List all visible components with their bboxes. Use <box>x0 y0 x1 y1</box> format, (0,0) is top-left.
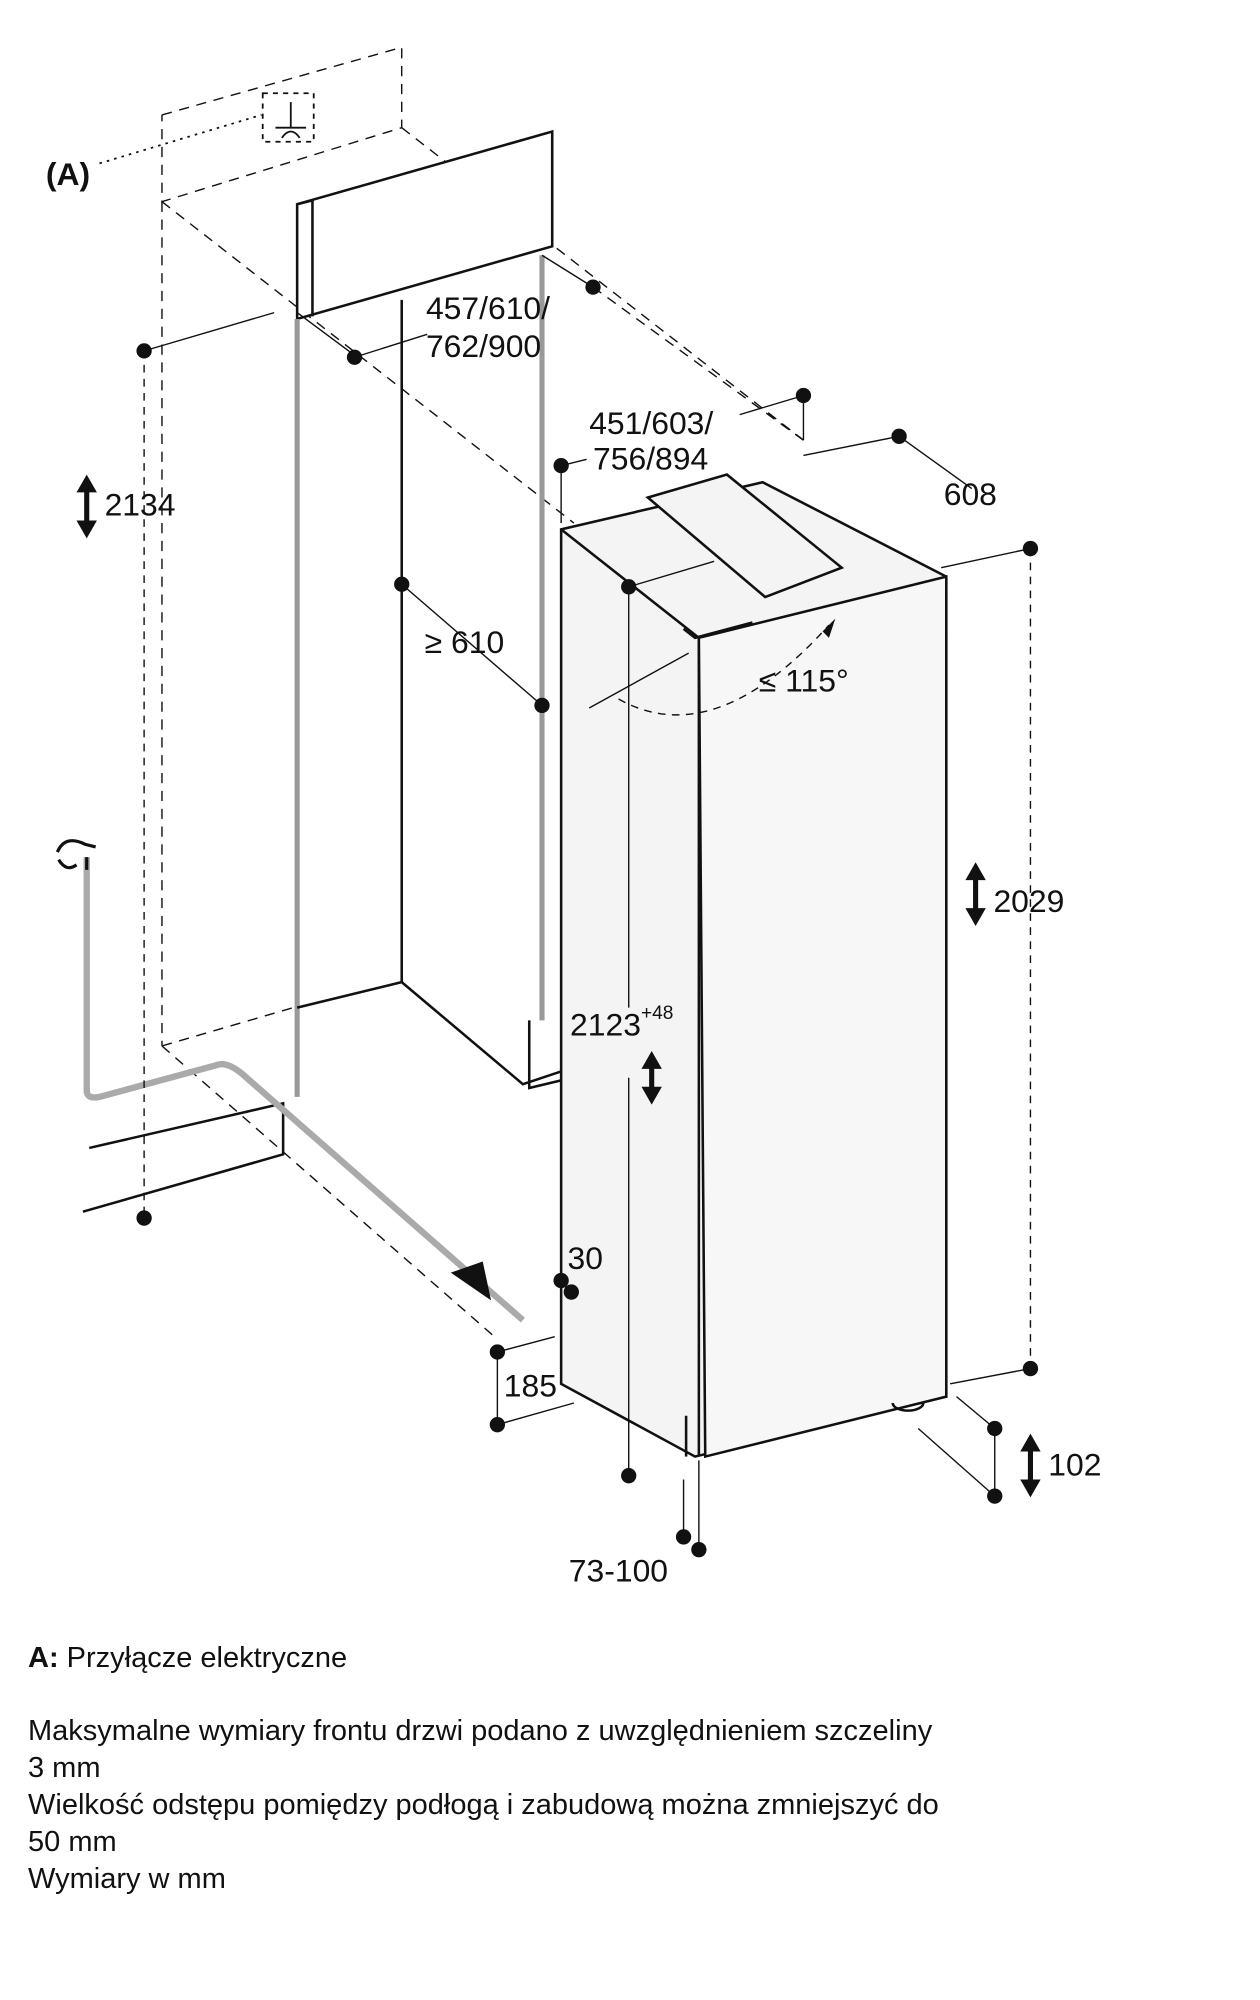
legend-text: Przyłącze elektryczne <box>66 1642 348 1674</box>
dim-plinth-depth: 73-100 <box>569 1553 668 1589</box>
dim-appliance-width: 451/603/ <box>589 405 713 441</box>
note-line: 50 mm <box>28 1826 117 1858</box>
appliance <box>559 473 948 1459</box>
dim-niche-width: 457/610/ <box>426 290 550 326</box>
dim-depth: 608 <box>944 476 997 512</box>
dim-appliance-height: 2029 <box>993 883 1064 919</box>
dim-niche-depth-min: ≥ 610 <box>425 624 505 660</box>
notes: A: Przyłącze elektryczne Maksymalne wymi… <box>28 1640 1228 1898</box>
dim-door-angle: ≤ 115° <box>759 662 849 698</box>
height-arrows <box>76 474 1041 1498</box>
dim-water-offset: 185 <box>504 1368 557 1404</box>
dimension-dots <box>136 279 1039 1558</box>
socket-box <box>261 92 315 143</box>
water-hose <box>83 857 525 1323</box>
dim-plinth-height: 102 <box>1048 1447 1101 1483</box>
dim-niche-height: 2134 <box>105 486 176 522</box>
legend-a: A: Przyłącze elektryczne <box>28 1640 1228 1677</box>
dim-appliance-width-2: 756/894 <box>593 440 708 476</box>
top-cabinet <box>295 129 554 321</box>
note-line: Wielkość odstępu pomiędzy podłogą i zabu… <box>28 1789 939 1821</box>
dim-niche-height-range: 2123+48 <box>570 1003 673 1043</box>
callout-a: (A) <box>46 156 90 192</box>
flow-arrow <box>450 1261 492 1301</box>
dim-plinth-offset: 30 <box>568 1240 603 1276</box>
electric-socket-icon <box>275 102 307 139</box>
water-tap-icon <box>55 839 97 870</box>
note-line: Wymiary w mm <box>28 1863 226 1895</box>
note-line: 3 mm <box>28 1752 101 1784</box>
niche-outline <box>161 46 804 1340</box>
note-line: Maksymalne wymiary frontu drzwi podano z… <box>28 1715 933 1747</box>
dim-niche-width-2: 762/900 <box>426 328 541 364</box>
legend-key: A: <box>28 1642 59 1674</box>
